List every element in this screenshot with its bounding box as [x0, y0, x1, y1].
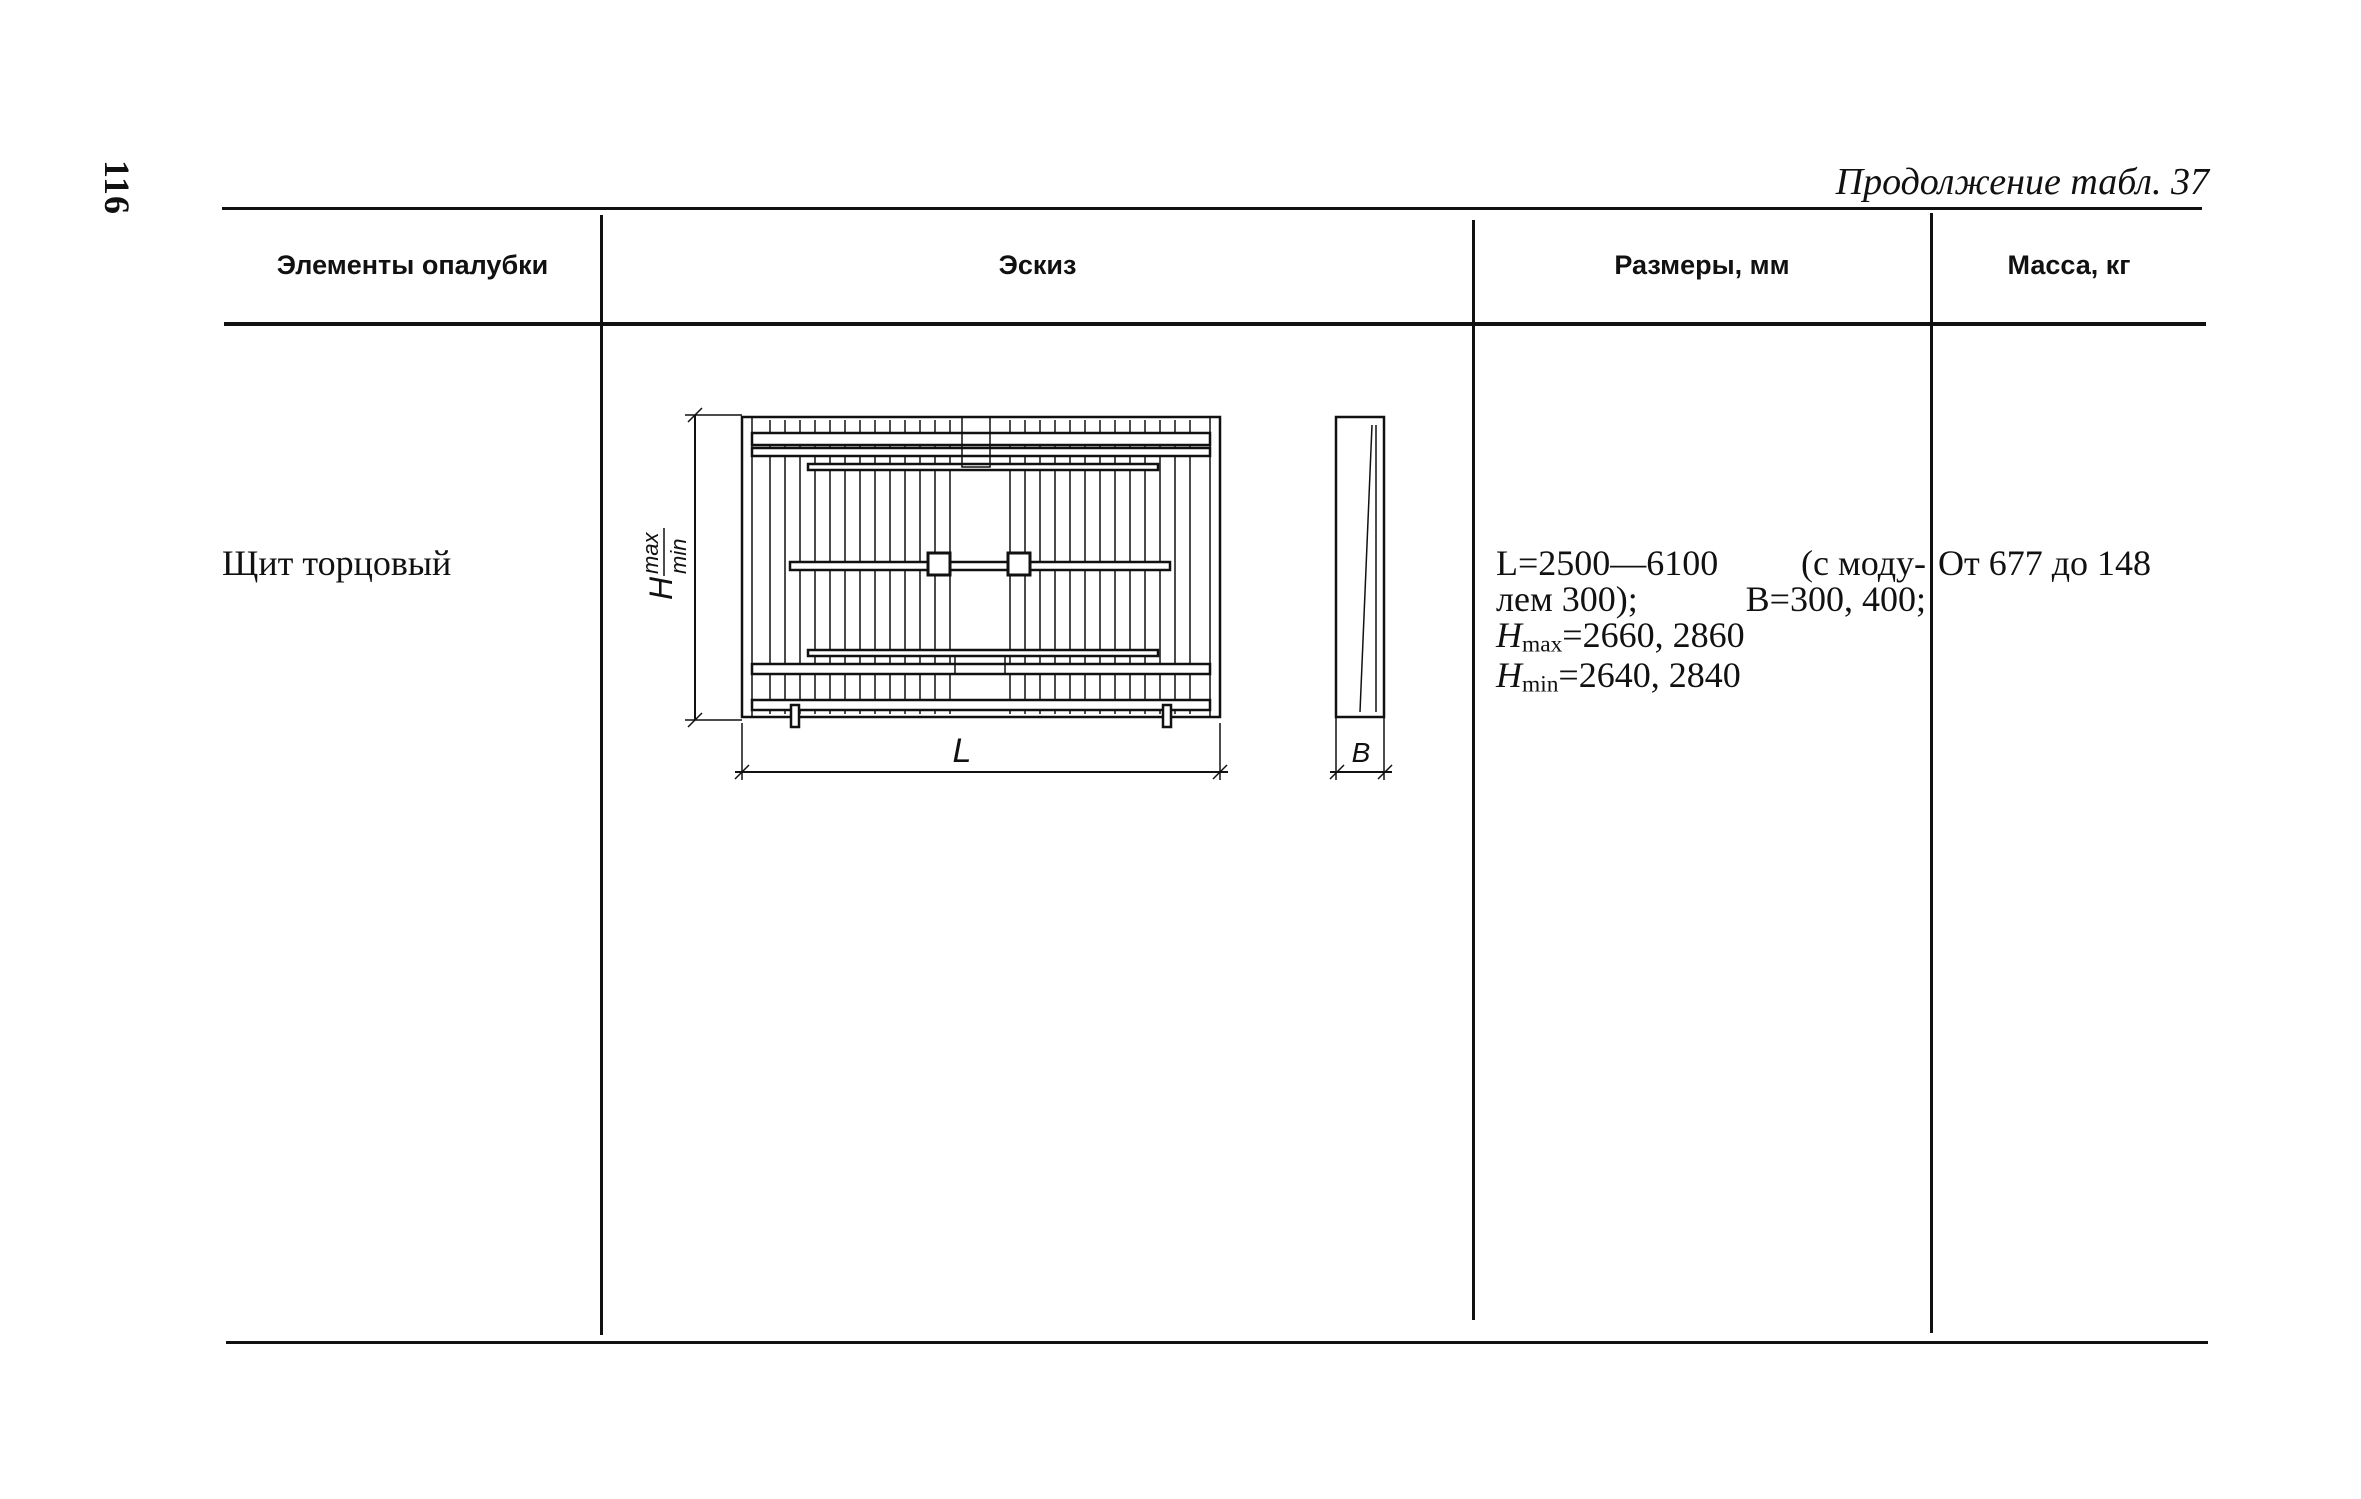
- table-top-rule: [222, 207, 2202, 210]
- foot-left: [789, 703, 801, 729]
- front-view: [685, 407, 1228, 780]
- sizes-hmin: Hmin=2640, 2840: [1496, 655, 1741, 698]
- top-rail: [750, 431, 1212, 447]
- label-height-min: min: [666, 539, 691, 574]
- clamp-right: [1006, 551, 1032, 577]
- label-height-max: max: [638, 531, 663, 574]
- table-caption: Продолжение табл. 37: [1835, 161, 2209, 203]
- clamp-left: [926, 551, 952, 577]
- label-length: L: [953, 732, 972, 770]
- header-elements: Элементы опалубки: [276, 250, 549, 280]
- sizes-module-prefix: (с моду-: [1800, 543, 1926, 583]
- label-width: B: [1352, 737, 1371, 768]
- bottom-tie-bar: [806, 648, 1160, 658]
- element-name: Щит торцовый: [222, 543, 452, 583]
- side-outline: [1334, 415, 1386, 719]
- column-divider-1: [600, 215, 603, 1335]
- center-joint-bottom: [954, 655, 1006, 675]
- mass-value: От 677 до 148: [1938, 543, 2152, 583]
- sizes-line-2: лем 300); B=300, 400;: [1496, 581, 1926, 617]
- middle-rail: [788, 560, 1172, 572]
- header-sketch: Эскиз: [998, 250, 1077, 280]
- column-divider-3: [1930, 213, 1933, 1333]
- center-joint-top: [961, 416, 991, 468]
- bottom-edge-rail: [750, 698, 1212, 712]
- table-bottom-rule: [226, 1341, 2208, 1344]
- sizes-cell: L=2500—6100 (с моду- лем 300); B=300, 40…: [1496, 545, 1926, 697]
- side-view: [1329, 415, 1393, 780]
- table-header-rule: [224, 322, 2206, 326]
- header-sizes: Размеры, мм: [1614, 250, 1790, 280]
- sizes-l-range: L=2500—6100: [1496, 543, 1719, 583]
- column-divider-2: [1472, 220, 1475, 1320]
- sizes-module-value: лем 300);: [1496, 579, 1638, 619]
- bottom-rail: [750, 662, 1212, 676]
- sizes-hmax: Hmax=2660, 2860: [1496, 615, 1745, 658]
- header-mass: Масса, кг: [2007, 250, 2131, 280]
- label-height: H: [643, 576, 679, 600]
- top-rail-2: [750, 446, 1212, 458]
- foot-right: [1161, 703, 1173, 729]
- sizes-b-values: B=300, 400;: [1745, 579, 1926, 619]
- sizes-line-1: L=2500—6100 (с моду-: [1496, 545, 1926, 581]
